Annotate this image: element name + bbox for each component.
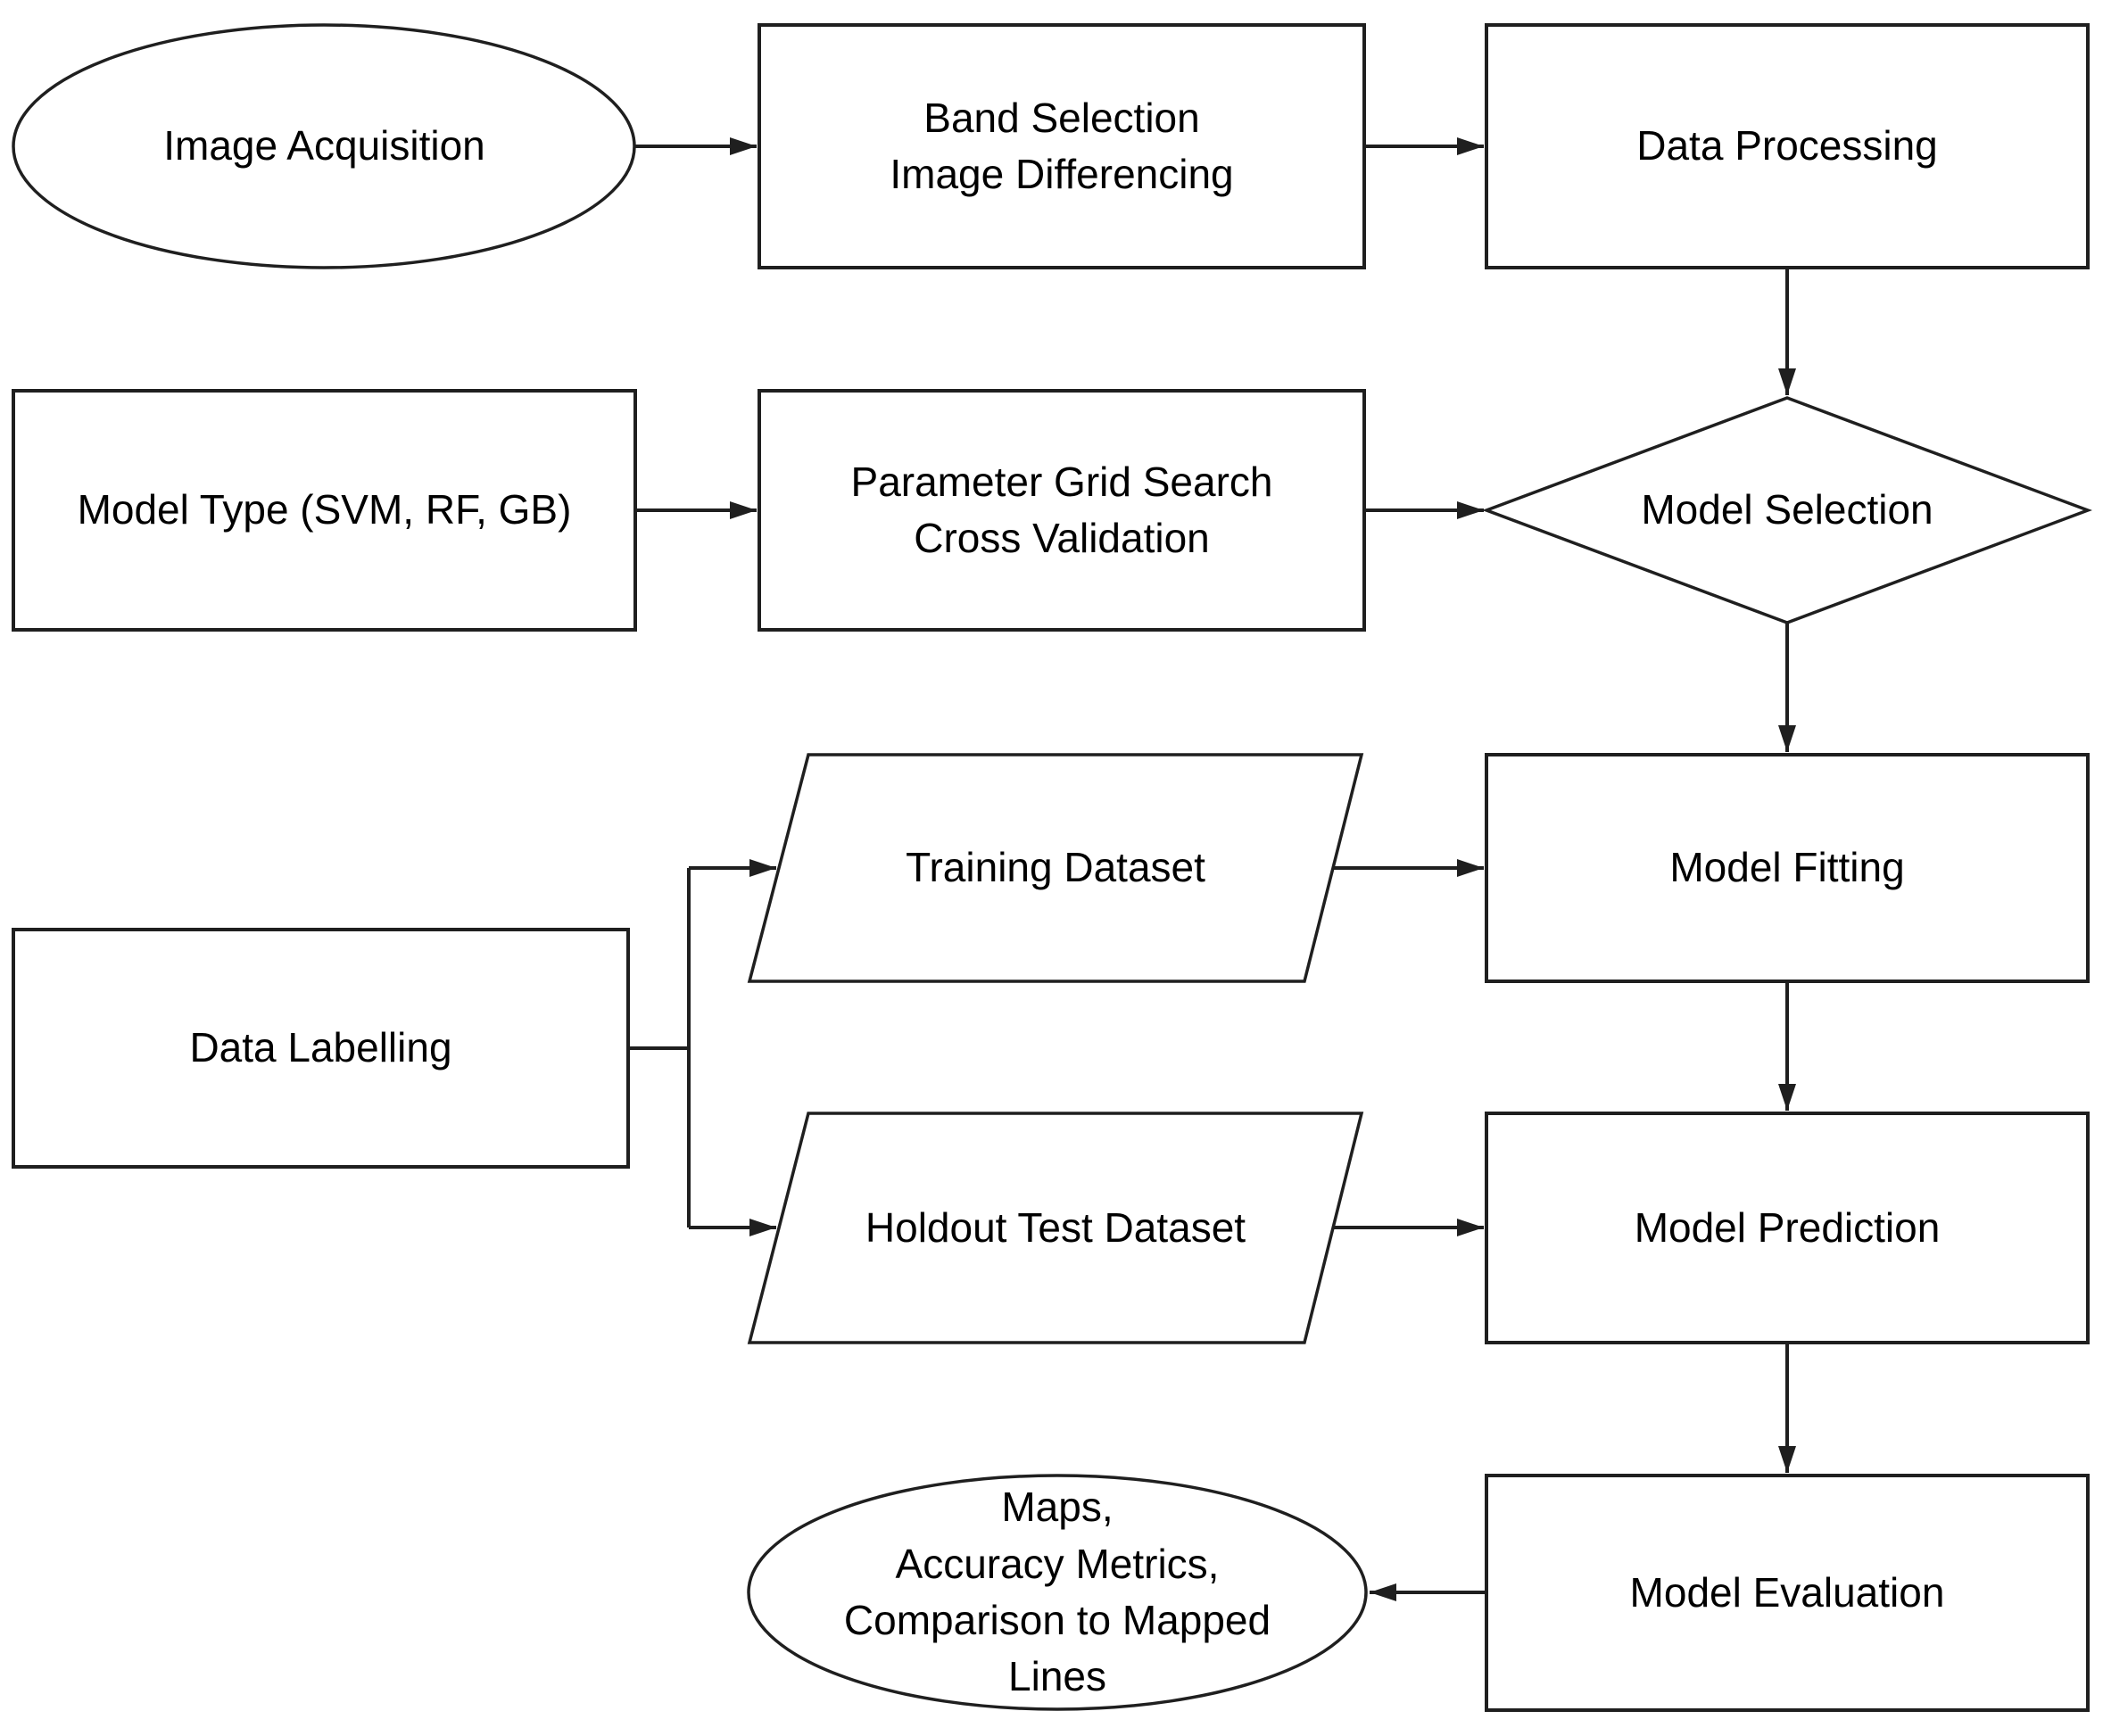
data-processing-shape <box>1485 23 2090 269</box>
holdout-test-dataset-shape <box>747 1112 1364 1344</box>
outputs-shape <box>747 1474 1368 1711</box>
model-evaluation-shape <box>1485 1474 2090 1712</box>
data-labelling-shape <box>12 928 630 1169</box>
model-selection-diamond-shape <box>1482 396 2092 624</box>
band-selection-shape <box>758 23 1366 269</box>
parameter-grid-search-shape <box>758 389 1366 632</box>
model-fitting-shape <box>1485 753 2090 983</box>
model-type-shape <box>12 389 637 632</box>
model-prediction-shape <box>1485 1112 2090 1344</box>
image-acquisition-shape <box>12 23 636 269</box>
training-dataset-shape <box>747 753 1364 983</box>
